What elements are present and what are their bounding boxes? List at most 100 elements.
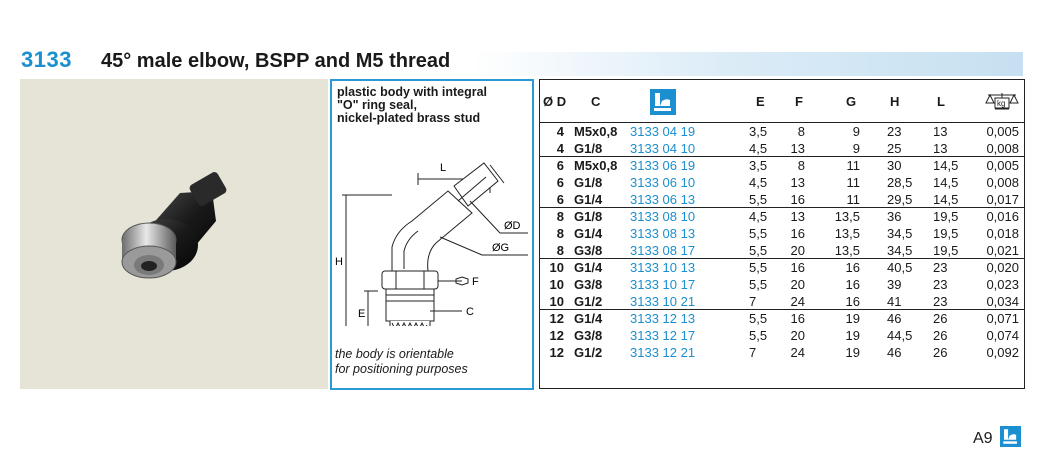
table-cell: 19,5 [933,226,959,241]
table-cell: 23 [887,124,902,139]
table-cell: 13 [790,141,805,156]
table-cell: 23 [933,260,948,275]
table-cell: 4,5 [749,175,768,190]
table-cell: 0,005 [986,124,1019,139]
table-header: Ø D C E F G H L kg [540,80,1024,122]
table-cell: 6 [556,158,564,173]
table-cell: 16 [790,260,805,275]
table-cell: 26 [933,345,948,360]
table-cell: 0,017 [986,192,1019,207]
table-cell: M5x0,8 [574,124,618,139]
table-cell: 0,023 [986,277,1019,292]
note-line: for positioning purposes [335,362,468,376]
table-cell: 46 [887,311,902,326]
feature-list: plastic body with integral "O" ring seal… [337,86,487,125]
hex-icon [455,276,469,286]
table-cell: 3133 12 21 [630,345,696,360]
table-cell: 20 [790,243,805,258]
table-cell: 8 [556,209,564,224]
table-cell: 19,5 [933,243,959,258]
table-cell: 4,5 [749,141,768,156]
col-header-h: H [890,94,900,109]
col-header-l: L [937,94,945,109]
table-cell: 3,5 [749,158,768,173]
weight-unit-label: kg [997,99,1005,108]
col-header-e: E [756,94,765,109]
table-cell: 29,5 [887,192,913,207]
table-cell: G1/8 [574,141,603,156]
table-cell: 13,5 [834,209,860,224]
table-cell: 36 [887,209,902,224]
table-cell: 41 [887,294,902,309]
table-cell: 44,5 [887,328,913,343]
table-cell: 16 [845,260,860,275]
table-cell: 3133 12 17 [630,328,696,343]
table-cell: 12 [549,311,564,326]
table-cell: 14,5 [933,192,959,207]
table-cell: 16 [790,226,805,241]
row-group-divider [540,309,1024,310]
table-cell: G1/4 [574,226,603,241]
dim-label-G: ØG [492,242,509,254]
fitting-photo-icon [121,172,227,279]
dim-label-C: C [466,306,474,318]
orientation-note: the body is orientable for positioning p… [335,347,468,377]
table-cell: 0,092 [986,345,1019,360]
table-cell: 10 [549,294,564,309]
dim-label-L: L [440,162,446,174]
table-cell: 0,074 [986,328,1019,343]
table-cell: G1/4 [574,192,603,207]
table-cell: 13 [790,209,805,224]
table-cell: 14,5 [933,175,959,190]
table-cell: 16 [790,311,805,326]
table-cell: 30 [887,158,902,173]
table-cell: 3133 10 17 [630,277,696,292]
table-cell: 8 [797,158,805,173]
table-cell: 28,5 [887,175,913,190]
page-title: 45° male elbow, BSPP and M5 thread [101,50,451,72]
table-cell: G1/2 [574,294,603,309]
table-cell: 3133 06 19 [630,158,696,173]
table-cell: 0,071 [986,311,1019,326]
table-cell: 20 [790,277,805,292]
table-cell: 19 [845,328,860,343]
table-cell: M5x0,8 [574,158,618,173]
table-cell: 11 [846,158,861,173]
table-cell: G1/2 [574,345,603,360]
table-cell: G1/8 [574,175,603,190]
table-cell: 13 [790,175,805,190]
table-cell: 5,5 [749,260,768,275]
page-number: A9 [973,430,993,447]
table-cell: 4,5 [749,209,768,224]
table-cell: 6 [556,192,564,207]
dim-label-H: H [335,256,343,268]
table-cell: 26 [933,311,948,326]
table-cell: 0,020 [986,260,1019,275]
table-cell: 3133 06 13 [630,192,696,207]
table-cell: 13,5 [834,226,860,241]
table-cell: 3133 08 13 [630,226,696,241]
table-cell: G1/8 [574,209,603,224]
table-cell: 7 [749,294,757,309]
table-cell: 0,018 [986,226,1019,241]
table-cell: 19 [845,311,860,326]
col-header-d: Ø D [543,94,567,109]
table-cell: G3/8 [574,243,603,258]
dim-label-D: ØD [504,220,521,232]
table-cell: 3133 04 10 [630,141,696,156]
table-cell: 4 [556,124,564,139]
table-cell: G3/8 [574,277,603,292]
row-group-divider [540,258,1024,259]
table-cell: 34,5 [887,226,913,241]
table-cell: 0,016 [986,209,1019,224]
dim-label-E: E [358,308,365,320]
table-cell: 20 [790,328,805,343]
table-cell: 5,5 [749,243,768,258]
table-cell: 8 [556,226,564,241]
